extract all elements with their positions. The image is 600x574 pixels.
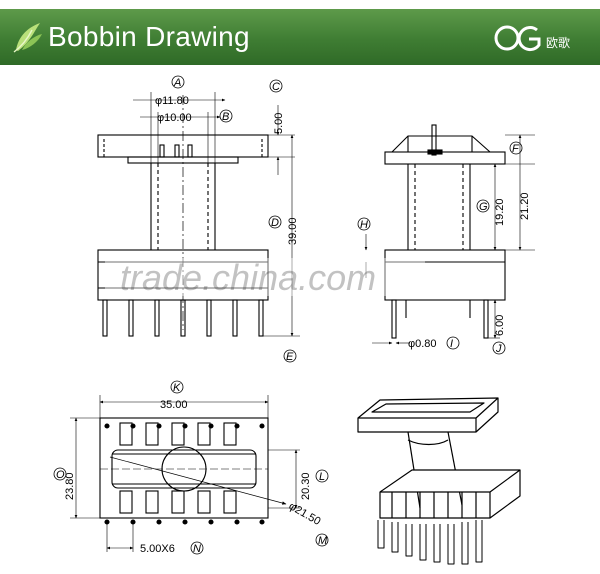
company-logo-icon xyxy=(494,25,541,52)
dim-n: 5.00X6 xyxy=(140,543,175,555)
dim-m: φ21.50 xyxy=(287,500,323,528)
front-view-labels: A φ11.80 φ10.00 B C 5.00 D 39.00 E xyxy=(155,75,299,363)
logo-text: 欧歌 xyxy=(546,36,571,50)
dim-c: 5.00 xyxy=(273,113,285,134)
label-b: B xyxy=(222,111,229,123)
front-pins xyxy=(102,299,264,337)
dim-g: 19.20 xyxy=(494,198,506,226)
label-h: H xyxy=(360,219,368,231)
label-n: N xyxy=(193,543,201,555)
dim-k: 35.00 xyxy=(160,399,188,411)
dim-f: 21.20 xyxy=(519,192,531,220)
dim-o: 23.80 xyxy=(64,472,76,500)
front-view xyxy=(97,92,300,337)
side-base xyxy=(384,249,506,301)
label-j: J xyxy=(495,343,502,355)
label-i: I xyxy=(450,338,453,350)
dim-d: 39.00 xyxy=(287,217,299,245)
isometric-view xyxy=(357,397,521,565)
leaf-logo-icon xyxy=(13,23,42,53)
label-c: C xyxy=(272,81,280,93)
page-title: Bobbin Drawing xyxy=(48,21,250,52)
dim-b: φ10.00 xyxy=(157,112,192,124)
side-view xyxy=(364,124,535,345)
label-f: F xyxy=(512,143,520,155)
dim-j: 6.00 xyxy=(494,315,506,336)
bobbin-drawing: A φ11.80 φ10.00 B C 5.00 D 39.00 E xyxy=(53,75,535,565)
header-bar: Bobbin Drawing 欧歌 xyxy=(0,9,600,65)
watermark: trade.china.com xyxy=(105,257,425,298)
label-l: L xyxy=(319,471,325,483)
bottom-slots xyxy=(119,422,237,514)
dim-a: φ11.80 xyxy=(155,95,189,107)
bottom-pins xyxy=(104,423,265,525)
side-view-labels: F G 19.20 21.20 H φ0.80 I 6.00 J xyxy=(357,141,531,355)
dim-l: 20.30 xyxy=(300,472,312,500)
label-o: O xyxy=(56,469,65,481)
side-top-flange xyxy=(384,151,506,165)
label-g: G xyxy=(479,201,488,213)
bottom-view-labels: K 35.00 O 23.80 20.30 L φ21.50 M 5.00X6 … xyxy=(53,380,329,555)
label-k: K xyxy=(173,382,181,394)
label-d: D xyxy=(271,217,279,229)
dim-i: φ0.80 xyxy=(408,338,437,350)
iso-pins xyxy=(377,520,483,565)
label-m: M xyxy=(318,535,328,547)
watermark-text: trade.china.com xyxy=(120,257,376,298)
bottom-outline xyxy=(99,417,269,519)
bottom-view xyxy=(70,395,300,552)
label-e: E xyxy=(286,351,294,363)
label-a: A xyxy=(173,77,181,89)
